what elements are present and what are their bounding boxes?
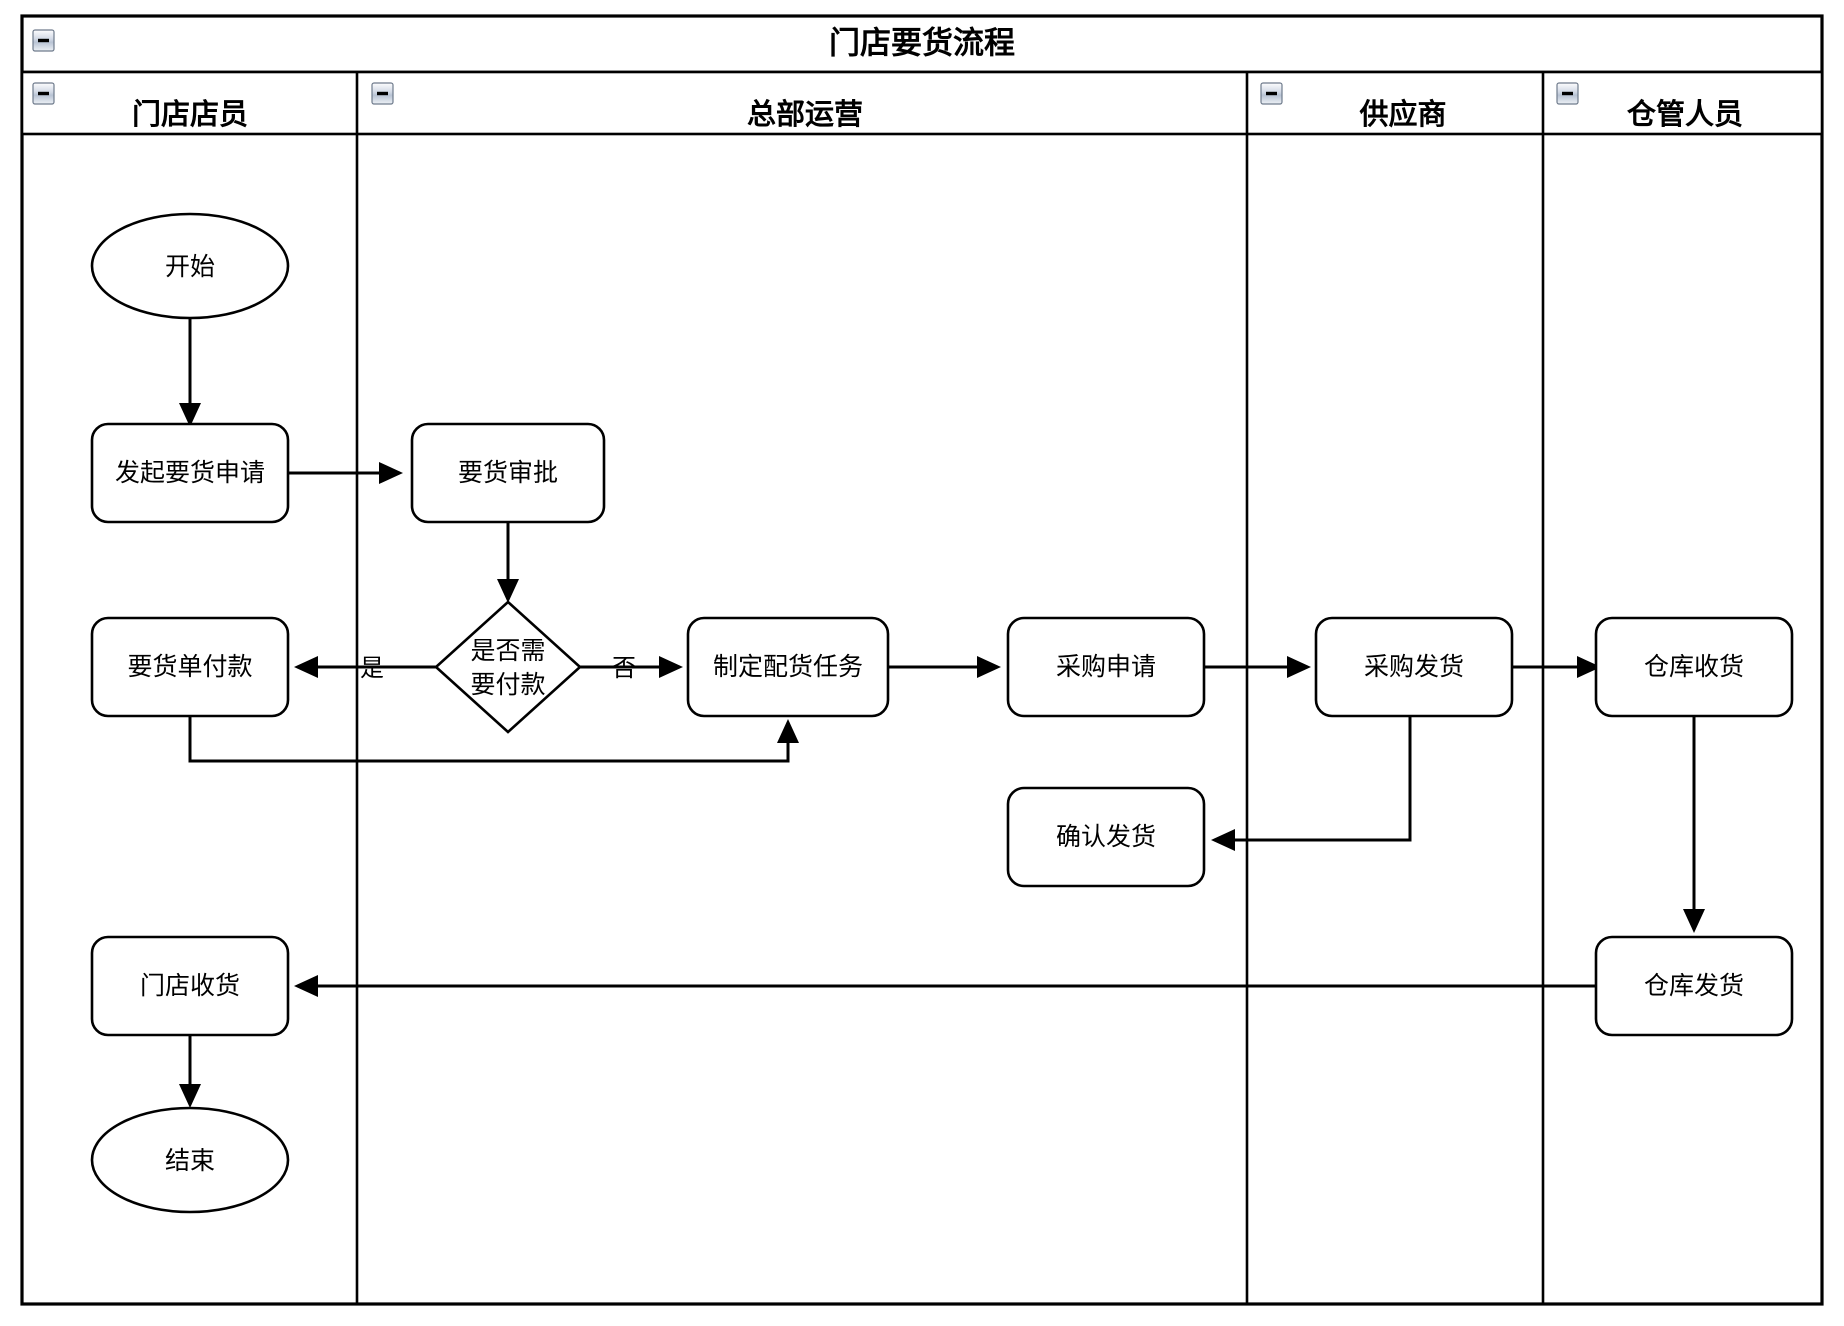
node-raise-request[interactable]: 发起要货申请 [90,422,290,524]
node-warehouse-ship[interactable]: 仓库发货 [1594,935,1794,1037]
lane-header-band [20,70,1824,136]
node-make-dispatch[interactable]: 制定配货任务 [686,616,890,718]
lane-header-hq-operations: 总部运营 [371,82,863,131]
node-confirm-shipment-label: 确认发货 [1056,822,1156,851]
node-layer: 开始 发起要货申请 要货审批 是否需 要付款 要货单付款 [90,212,1794,1214]
lane-collapse-button-warehouse-keeper[interactable] [1556,82,1579,105]
node-end[interactable]: 结束 [90,1106,290,1214]
node-warehouse-receive[interactable]: 仓库收货 [1594,616,1794,718]
lane-header-warehouse-keeper: 仓管人员 [1556,82,1743,131]
node-need-payment-label-line2: 要付款 [470,670,545,699]
lane-collapse-button-hq-operations[interactable] [371,82,394,105]
node-warehouse-receive-label: 仓库收货 [1644,652,1744,681]
pool-collapse-button[interactable] [32,29,55,52]
node-raise-request-label: 发起要货申请 [115,458,265,487]
node-request-approval-shape[interactable] [410,422,606,524]
node-order-payment-shape[interactable] [90,616,290,718]
node-purchase-request-label: 采购申请 [1056,652,1156,681]
node-start-shape[interactable] [90,212,290,320]
node-start[interactable]: 开始 [90,212,290,320]
node-end-shape[interactable] [90,1106,290,1214]
node-purchase-ship[interactable]: 采购发货 [1314,616,1514,718]
edge-layer: 是 否 [179,266,1705,1108]
node-store-receive-shape[interactable] [90,935,290,1037]
pool-frame [20,14,1824,1306]
node-need-payment-label-line1: 是否需 [470,636,545,665]
pool-title: 门店要货流程 [829,26,1015,62]
lane-header-supplier: 供应商 [1260,82,1447,131]
lane-collapse-button-store-clerk[interactable] [32,82,55,105]
node-confirm-shipment-shape[interactable] [1006,786,1206,888]
node-request-approval[interactable]: 要货审批 [410,422,606,524]
edge-purchase-ship-to-confirm-shipment [1211,715,1412,851]
edge-label-yes: 是 [360,654,384,682]
node-warehouse-ship-label: 仓库发货 [1644,971,1744,1000]
node-make-dispatch-label: 制定配货任务 [713,652,863,681]
node-order-payment[interactable]: 要货单付款 [90,616,290,718]
node-warehouse-receive-shape[interactable] [1594,616,1794,718]
node-purchase-ship-label: 采购发货 [1364,652,1464,681]
node-make-dispatch-shape[interactable] [686,616,890,718]
node-store-receive-label: 门店收货 [140,971,240,1000]
pool-header-band [20,14,1824,74]
node-purchase-request[interactable]: 采购申请 [1006,616,1206,718]
lane-title-warehouse-keeper: 仓管人员 [1626,97,1743,131]
node-order-payment-label: 要货单付款 [127,652,252,681]
node-confirm-shipment[interactable]: 确认发货 [1006,786,1206,888]
node-purchase-request-shape[interactable] [1006,616,1206,718]
node-raise-request-shape[interactable] [90,422,290,524]
lane-title-hq-operations: 总部运营 [747,97,863,131]
node-store-receive[interactable]: 门店收货 [90,935,290,1037]
node-need-payment[interactable]: 是否需 要付款 [434,600,582,734]
lane-title-store-clerk: 门店店员 [132,97,248,131]
node-need-payment-shape[interactable] [434,600,582,734]
node-request-approval-label: 要货审批 [458,458,558,487]
node-end-label: 结束 [165,1146,215,1175]
edge-order-payment-to-make-dispatch [188,715,799,763]
node-warehouse-ship-shape[interactable] [1594,935,1794,1037]
lane-title-supplier: 供应商 [1358,97,1446,131]
lane-header-store-clerk: 门店店员 [32,82,248,131]
node-start-label: 开始 [165,252,215,281]
lane-collapse-button-supplier[interactable] [1260,82,1283,105]
edge-label-no: 否 [612,654,636,682]
node-purchase-ship-shape[interactable] [1314,616,1514,718]
pool-outline [20,14,1824,1306]
